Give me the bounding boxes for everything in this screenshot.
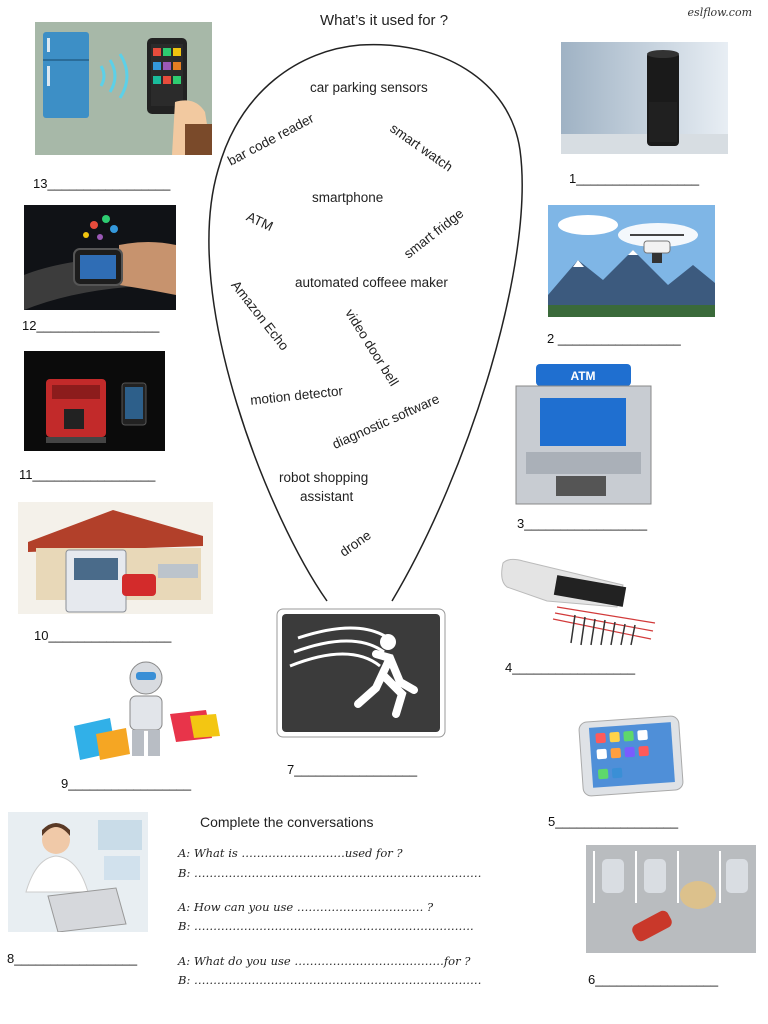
- brand-watermark: eslflow.com: [687, 6, 752, 19]
- conversation-a2: A: How can you use …………………………… ?: [178, 900, 434, 914]
- label-6: 6_________________: [588, 972, 719, 987]
- svg-text:ATM: ATM: [570, 369, 595, 383]
- image-smartphone: [575, 713, 687, 799]
- conversation-a1: A: What is ………………………used for ?: [178, 846, 403, 860]
- word-car-parking-sensors: car parking sensors: [310, 80, 428, 95]
- conversation-b1: B: …………………………………………………………………: [178, 866, 482, 880]
- label-12: 12_________________: [22, 318, 160, 333]
- label-9: 9_________________: [61, 776, 192, 791]
- image-drone: [548, 205, 715, 317]
- word-assistant: assistant: [300, 489, 354, 504]
- word-automated-coffee-maker: automated coffeee maker: [295, 275, 448, 290]
- label-11: 11_________________: [19, 467, 156, 482]
- label-5: 5_________________: [548, 814, 679, 829]
- label-8: 8_________________: [7, 951, 138, 966]
- image-diagnostic-software: [8, 812, 148, 932]
- conversation-b2: B: ……………………………………………………………….: [178, 919, 474, 933]
- conversation-title: Complete the conversations: [200, 814, 374, 830]
- image-amazon-echo: [561, 42, 728, 154]
- label-10: 10_________________: [34, 628, 172, 643]
- image-smart-watch: [24, 205, 176, 310]
- image-coffee-maker: [24, 351, 165, 451]
- conversation-a3: A: What do you use …………………………………for ?: [178, 954, 471, 968]
- image-car-parking-sensors: [586, 845, 756, 953]
- label-13: 13_________________: [33, 176, 171, 191]
- label-1: 1_________________: [569, 171, 700, 186]
- image-bar-code-reader: [495, 553, 662, 648]
- conversation-b3: B: …………………………………………………………………: [178, 973, 482, 987]
- label-7: 7_________________: [287, 762, 418, 777]
- image-smart-fridge-phone: [35, 22, 212, 155]
- word-robot-shopping: robot shopping: [279, 470, 369, 485]
- image-video-door-bell: [18, 502, 213, 614]
- label-3: 3_________________: [517, 516, 648, 531]
- image-atm: ATM: [496, 362, 671, 507]
- image-motion-detector: [276, 608, 446, 738]
- page-title: What’s it used for ?: [319, 12, 449, 29]
- image-robot-shopping-assistant: [66, 656, 222, 766]
- word-smartphone: smartphone: [312, 190, 384, 205]
- label-2: 2 _________________: [547, 331, 681, 346]
- label-4: 4_________________: [505, 660, 636, 675]
